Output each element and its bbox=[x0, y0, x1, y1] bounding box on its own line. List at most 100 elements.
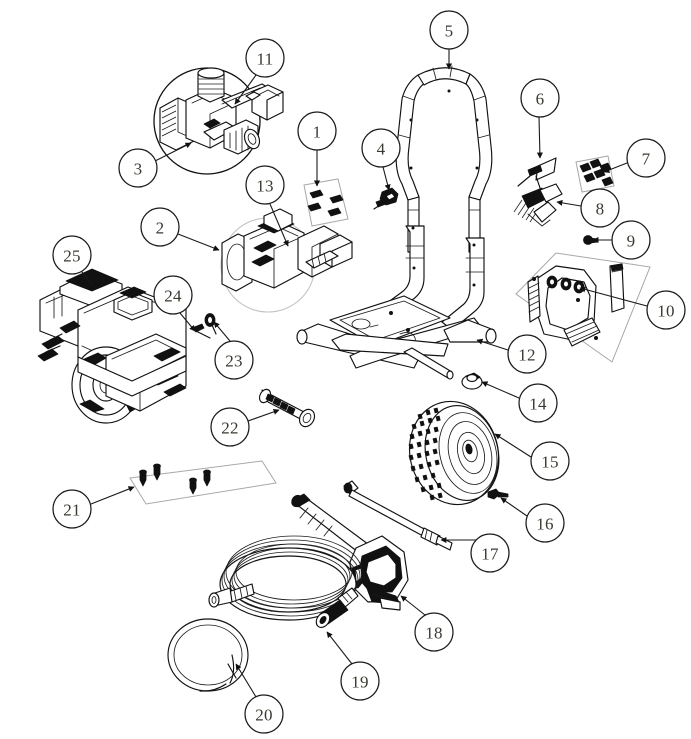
callout-circle-19[interactable] bbox=[340, 661, 380, 701]
callout-20[interactable]: 20 bbox=[244, 694, 284, 734]
part-washer-ring bbox=[204, 313, 217, 335]
leader-line-20 bbox=[235, 663, 257, 698]
leader-line-8 bbox=[556, 199, 582, 207]
callout-label-7: 7 bbox=[642, 150, 651, 169]
part-scraper-tool bbox=[517, 157, 557, 189]
callout-label-23: 23 bbox=[225, 352, 243, 371]
part-siphon-tube bbox=[167, 618, 249, 692]
callout-16[interactable]: 16 bbox=[525, 503, 565, 543]
callout-bubbles: 1234567891011121314151617181920212223242… bbox=[52, 10, 686, 734]
callout-1[interactable]: 1 bbox=[297, 111, 337, 151]
callout-circle-5[interactable] bbox=[429, 10, 469, 50]
leader-line-11 bbox=[234, 74, 257, 105]
callout-circle-16[interactable] bbox=[525, 503, 565, 543]
callout-label-20: 20 bbox=[255, 706, 273, 725]
callout-circle-14[interactable] bbox=[518, 383, 558, 423]
leader-line-2 bbox=[177, 233, 220, 251]
callout-circle-10[interactable] bbox=[646, 290, 686, 330]
part-nozzle-holder bbox=[258, 388, 316, 428]
callout-label-3: 3 bbox=[134, 160, 143, 179]
leader-line-22 bbox=[247, 408, 280, 422]
part-high-pressure-hose bbox=[208, 535, 363, 628]
leader-line-13 bbox=[269, 203, 289, 247]
callout-circle-1[interactable] bbox=[297, 111, 337, 151]
callout-circle-23[interactable] bbox=[214, 340, 254, 380]
callout-circle-21[interactable] bbox=[52, 489, 92, 529]
callout-11[interactable]: 11 bbox=[245, 38, 285, 78]
callout-18[interactable]: 18 bbox=[414, 612, 454, 652]
callout-label-15: 15 bbox=[541, 453, 559, 472]
part-valve-fitting bbox=[373, 187, 399, 210]
callout-4[interactable]: 4 bbox=[361, 128, 401, 168]
leader-line-25 bbox=[81, 271, 96, 289]
callout-circle-25[interactable] bbox=[52, 235, 92, 275]
callout-circle-18[interactable] bbox=[414, 612, 454, 652]
callout-circle-7[interactable] bbox=[626, 138, 666, 178]
callout-circle-15[interactable] bbox=[530, 441, 570, 481]
leader-line-23 bbox=[213, 321, 231, 342]
part-base-frame bbox=[296, 295, 497, 380]
callout-label-22: 22 bbox=[221, 419, 239, 438]
callout-label-12: 12 bbox=[518, 346, 536, 365]
leader-line-19 bbox=[326, 631, 353, 665]
leader-line-14 bbox=[481, 381, 520, 399]
callout-circle-3[interactable] bbox=[118, 148, 158, 188]
callout-circle-2[interactable] bbox=[140, 207, 180, 247]
callout-label-18: 18 bbox=[425, 624, 443, 643]
leader-line-16 bbox=[500, 497, 528, 517]
callout-17[interactable]: 17 bbox=[470, 533, 510, 573]
leader-line-24 bbox=[179, 312, 196, 332]
callout-circle-9[interactable] bbox=[611, 220, 651, 260]
part-bolt-kit bbox=[303, 178, 349, 227]
callout-6[interactable]: 6 bbox=[520, 78, 560, 118]
part-wheel bbox=[408, 400, 500, 506]
callout-15[interactable]: 15 bbox=[530, 441, 570, 481]
callout-circle-13[interactable] bbox=[245, 165, 285, 205]
part-brush-tool bbox=[513, 183, 563, 227]
callout-circle-24[interactable] bbox=[153, 275, 193, 315]
callout-12[interactable]: 12 bbox=[507, 334, 547, 374]
callout-circle-22[interactable] bbox=[210, 407, 250, 447]
callout-5[interactable]: 5 bbox=[429, 10, 469, 50]
callout-circle-12[interactable] bbox=[507, 334, 547, 374]
part-pump-manifold-detail bbox=[153, 67, 284, 175]
part-pump-assembly bbox=[220, 208, 353, 313]
callout-21[interactable]: 21 bbox=[52, 489, 92, 529]
callout-10[interactable]: 10 bbox=[646, 290, 686, 330]
callout-circle-6[interactable] bbox=[520, 78, 560, 118]
callout-13[interactable]: 13 bbox=[245, 165, 285, 205]
callout-24[interactable]: 24 bbox=[153, 275, 193, 315]
callout-circle-4[interactable] bbox=[361, 128, 401, 168]
callout-circle-20[interactable] bbox=[244, 694, 284, 734]
part-axle-pin bbox=[487, 488, 509, 500]
callout-25[interactable]: 25 bbox=[52, 235, 92, 275]
leader-line-6 bbox=[536, 116, 543, 159]
callout-2[interactable]: 2 bbox=[140, 207, 180, 247]
leader-line-18 bbox=[400, 595, 426, 616]
callout-22[interactable]: 22 bbox=[210, 407, 250, 447]
bolt-glyphs bbox=[307, 189, 344, 217]
callout-9[interactable]: 9 bbox=[611, 220, 651, 260]
callout-7[interactable]: 7 bbox=[626, 138, 666, 178]
leader-line-21 bbox=[90, 486, 135, 505]
callout-3[interactable]: 3 bbox=[118, 148, 158, 188]
callout-circle-17[interactable] bbox=[470, 533, 510, 573]
part-axle-cap bbox=[461, 372, 483, 390]
callout-label-14: 14 bbox=[529, 395, 547, 414]
callout-circle-8[interactable] bbox=[580, 188, 620, 228]
callout-8[interactable]: 8 bbox=[580, 188, 620, 228]
part-screw-kit-panel bbox=[129, 460, 277, 505]
part-spray-wand bbox=[343, 480, 453, 551]
part-screw-set bbox=[575, 155, 615, 193]
callout-14[interactable]: 14 bbox=[518, 383, 558, 423]
callout-label-21: 21 bbox=[63, 501, 81, 520]
callout-19[interactable]: 19 bbox=[340, 661, 380, 701]
callout-label-5: 5 bbox=[445, 22, 454, 41]
callout-label-24: 24 bbox=[164, 287, 182, 306]
callout-label-13: 13 bbox=[256, 177, 274, 196]
callout-label-1: 1 bbox=[313, 123, 322, 142]
callout-circle-11[interactable] bbox=[245, 38, 285, 78]
callout-23[interactable]: 23 bbox=[214, 340, 254, 380]
